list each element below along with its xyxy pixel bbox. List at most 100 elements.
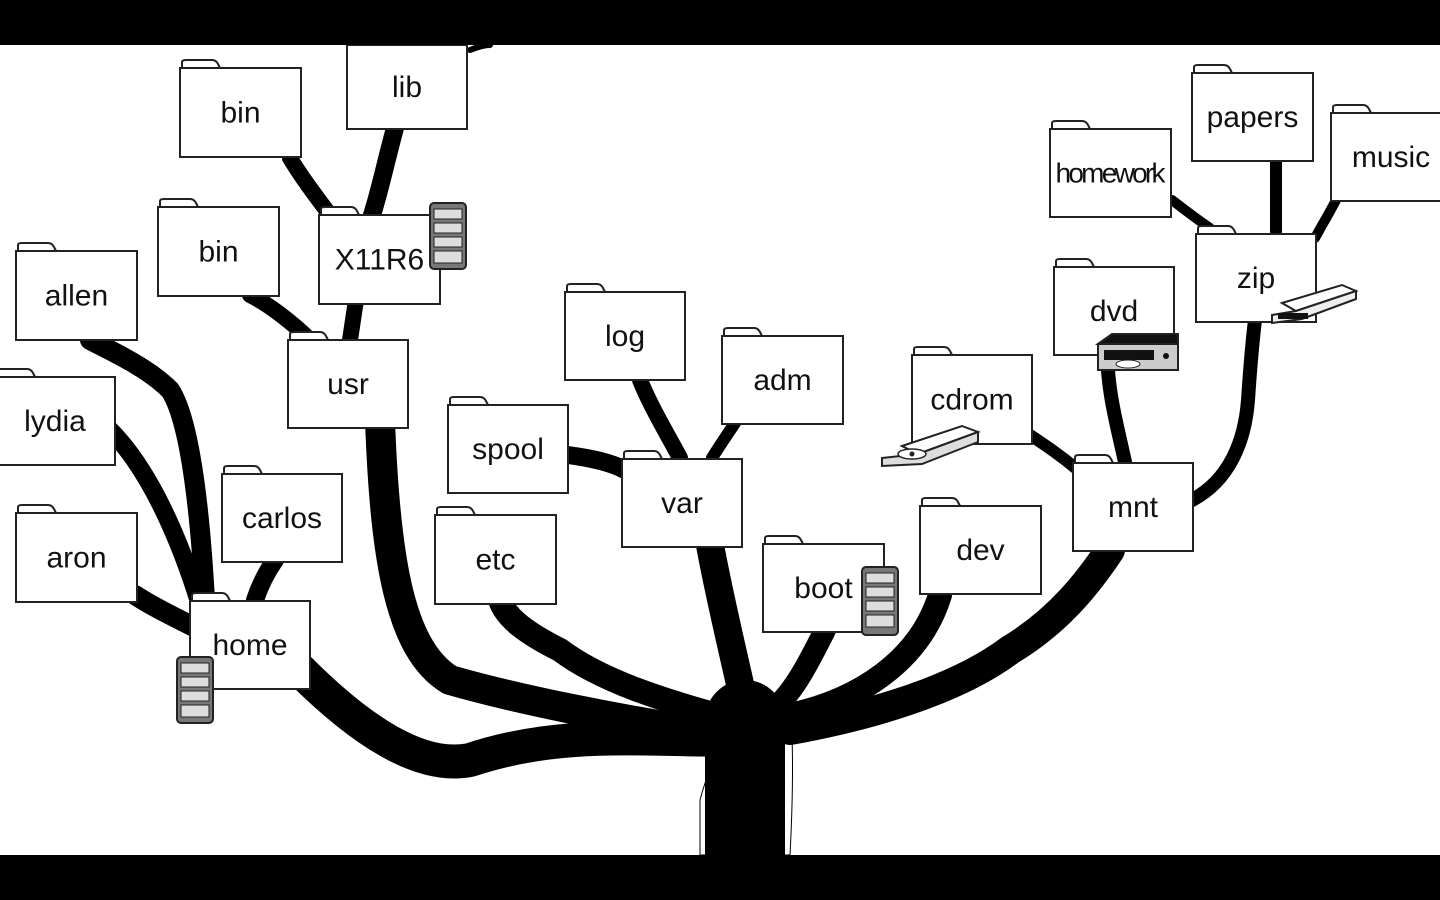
- folder-label-home: home: [212, 629, 287, 662]
- folder-bin-top: bin: [179, 59, 302, 158]
- folder-icon: [1191, 72, 1314, 162]
- folder-icon: [346, 45, 468, 130]
- tree-branches: [80, 45, 1341, 855]
- folder-tab: [921, 497, 961, 507]
- folder-tab: [566, 283, 606, 293]
- branch-top-edge: [467, 45, 493, 53]
- branch-usr: [365, 405, 735, 750]
- folder-mnt: mnt: [1072, 454, 1194, 552]
- folder-icon: [434, 514, 557, 605]
- folder-label-lib: lib: [392, 71, 422, 104]
- folder-label-aron: aron: [46, 541, 106, 574]
- folder-tab: [17, 242, 57, 252]
- branch-allen: [80, 330, 215, 610]
- branch-var: [696, 531, 762, 734]
- folder-tab: [623, 450, 663, 460]
- branch-mnt: [775, 535, 1125, 745]
- folder-bin-usr: bin: [157, 198, 280, 297]
- folder-cdrom: cdrom: [911, 346, 1033, 445]
- folder-aron: aron: [15, 504, 138, 603]
- branch-zip: [1185, 313, 1262, 507]
- folder-label-cdrom: cdrom: [930, 383, 1013, 416]
- folder-label-music: music: [1352, 141, 1430, 174]
- folder-label-dev: dev: [956, 534, 1004, 567]
- folder-label-mnt: mnt: [1108, 491, 1159, 524]
- branch-cdrom: [1024, 429, 1084, 476]
- zip-drive-icon: [1271, 283, 1359, 325]
- folder-tab: [223, 465, 263, 475]
- folder-label-lydia: lydia: [24, 405, 86, 438]
- branch-homework: [1167, 195, 1215, 233]
- folder-tab: [17, 504, 57, 514]
- folder-tab: [181, 59, 221, 69]
- folder-icon: [221, 473, 343, 563]
- folder-icon: [1049, 128, 1172, 218]
- branch-x11r6: [342, 292, 364, 348]
- folder-tab: [1074, 454, 1114, 464]
- folder-tab: [191, 592, 231, 602]
- branch-spool: [559, 446, 634, 479]
- folder-allen: allen: [15, 242, 138, 341]
- folder-carlos: carlos: [221, 465, 343, 563]
- folder-label-boot: boot: [794, 572, 853, 605]
- branch-carlos: [246, 551, 284, 609]
- folder-tab: [1193, 64, 1233, 74]
- folder-tab: [449, 396, 489, 406]
- folder-label-allen: allen: [45, 279, 108, 312]
- folder-music: music: [1330, 104, 1440, 202]
- folder-var: var: [621, 450, 743, 548]
- folder-label-etc: etc: [475, 543, 515, 576]
- folder-label-spool: spool: [472, 433, 544, 466]
- folder-icon: [447, 404, 569, 494]
- folder-icon: [621, 458, 743, 548]
- folder-tab: [436, 506, 476, 516]
- folder-label-x11r6: X11R6: [335, 243, 425, 276]
- folder-label-zip: zip: [1237, 262, 1275, 295]
- branch-music: [1310, 195, 1341, 243]
- devices-layer: [176, 202, 1359, 724]
- folder-spool: spool: [447, 396, 569, 494]
- folder-tab: [320, 206, 360, 216]
- branch-etc: [488, 588, 747, 732]
- server-icon: [861, 566, 899, 636]
- folder-lydia: lydia: [0, 368, 116, 466]
- folder-icon: [1195, 233, 1317, 323]
- folder-icon: [1330, 112, 1440, 202]
- dvd-drive-icon: [1094, 333, 1179, 371]
- folder-icon: [911, 354, 1033, 445]
- branch-adm: [706, 417, 741, 464]
- folder-x11r6: X11R6: [318, 206, 441, 305]
- folder-homework: homework: [1049, 120, 1172, 218]
- folder-tab: [1051, 120, 1091, 130]
- folder-tab: [0, 368, 36, 378]
- folder-label-homework: homework: [1056, 157, 1167, 188]
- server-icon: [429, 202, 467, 270]
- folder-log: log: [564, 283, 686, 381]
- folder-label-carlos: carlos: [242, 502, 322, 535]
- folder-adm: adm: [721, 327, 844, 425]
- folder-icon: [15, 250, 138, 341]
- folder-zip: zip: [1195, 225, 1317, 323]
- folder-label-bin-usr: bin: [198, 235, 238, 268]
- folder-etc: etc: [434, 506, 557, 605]
- folder-icon: [15, 512, 138, 603]
- branch-lib: [363, 119, 404, 224]
- folder-icon: [179, 67, 302, 158]
- cdrom-drive-icon: [881, 424, 981, 468]
- folder-icon: [157, 206, 280, 297]
- folder-tab: [764, 535, 804, 545]
- folder-icon: [0, 376, 116, 466]
- folder-papers: papers: [1191, 64, 1314, 162]
- folder-home: home: [189, 592, 311, 690]
- folder-tab: [1197, 225, 1237, 235]
- folder-usr: usr: [287, 331, 409, 429]
- folder-dev: dev: [919, 497, 1042, 595]
- folder-icon: [1072, 462, 1194, 552]
- folder-tab: [1055, 258, 1095, 268]
- folder-label-adm: adm: [753, 364, 811, 397]
- branch-boot: [759, 619, 836, 721]
